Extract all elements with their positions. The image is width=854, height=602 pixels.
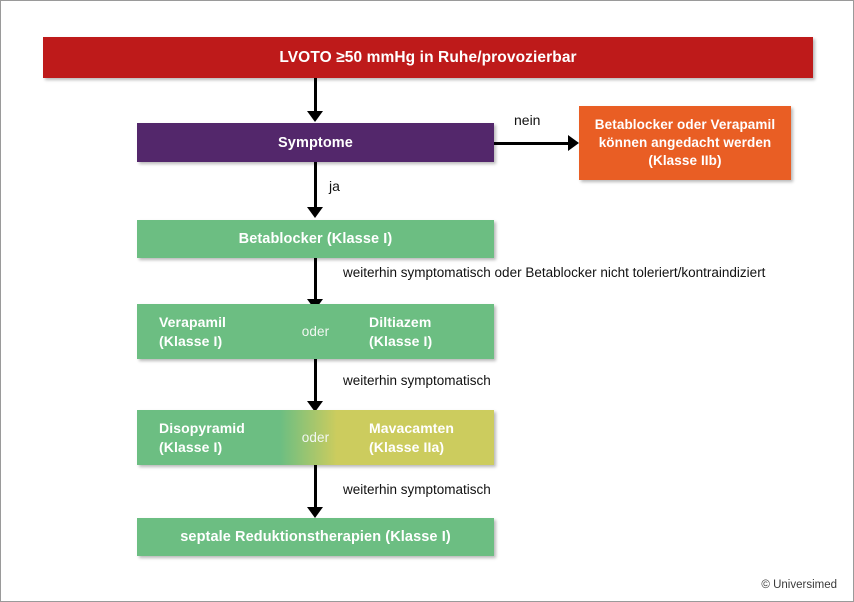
node-septale-reduktionstherapien-label: septale Reduktionstherapien (Klasse I) xyxy=(180,529,451,545)
node-diltiazem: Diltiazem (Klasse I) xyxy=(369,304,432,359)
node-disopyramid: Disopyramid (Klasse I) xyxy=(159,410,245,465)
edge-label-nein: nein xyxy=(514,112,541,128)
node-verapamil-diltiazem-connector: oder xyxy=(137,304,494,359)
node-lvoto-title: LVOTO ≥50 mmHg in Ruhe/provozierbar xyxy=(43,37,813,78)
node-mavacamten: Mavacamten (Klasse IIa) xyxy=(369,410,454,465)
connector-disopyramid-to-septal xyxy=(314,465,317,510)
node-diltiazem-line2: (Klasse I) xyxy=(369,332,433,349)
node-betablocker-label: Betablocker (Klasse I) xyxy=(238,231,393,247)
node-symptome: Symptome xyxy=(137,123,494,162)
node-symptome-label: Symptome xyxy=(278,134,353,151)
node-betablocker-verapamil-iib-line3: (Klasse IIb) xyxy=(648,153,722,169)
node-disopyramid-line1: Disopyramid xyxy=(159,419,245,436)
node-betablocker-verapamil-iib-line2: können angedacht werden xyxy=(598,134,772,150)
node-disopyramid-mavacamten: Disopyramid (Klasse I) oder Mavacamten (… xyxy=(137,410,494,465)
node-disopyramid-mavacamten-connector-label: oder xyxy=(301,430,330,445)
node-betablocker: Betablocker (Klasse I) xyxy=(137,220,494,258)
node-verapamil-line2: (Klasse I) xyxy=(159,332,223,349)
node-verapamil-diltiazem: Verapamil (Klasse I) oder Diltiazem (Kla… xyxy=(137,304,494,359)
edge-label-weiterhin-symptomatisch-1: weiterhin symptomatisch xyxy=(343,373,491,388)
arrowhead-symptome-to-nein xyxy=(568,135,579,151)
node-verapamil-line1: Verapamil xyxy=(159,313,227,330)
arrowhead-symptome-to-betablocker xyxy=(307,207,323,218)
node-betablocker-verapamil-iib: Betablocker oder Verapamil können angeda… xyxy=(579,106,791,180)
connector-symptome-to-nein xyxy=(494,142,572,145)
arrowhead-title-to-symptome xyxy=(307,111,323,122)
arrowhead-disopyramid-to-septal xyxy=(307,507,323,518)
connector-betablocker-to-calcium xyxy=(314,258,317,302)
node-verapamil: Verapamil (Klasse I) xyxy=(159,304,226,359)
node-disopyramid-mavacamten-connector: oder xyxy=(137,410,494,465)
copyright-notice: © Universimed xyxy=(761,579,837,591)
edge-label-ja: ja xyxy=(329,178,340,194)
edge-label-weiterhin-symptomatisch-oder-betablocker: weiterhin symptomatisch oder Betablocker… xyxy=(343,265,766,280)
node-verapamil-diltiazem-connector-label: oder xyxy=(301,324,330,339)
connector-symptome-to-betablocker xyxy=(314,162,317,210)
edge-label-weiterhin-symptomatisch-2: weiterhin symptomatisch xyxy=(343,482,491,497)
connector-title-to-symptome xyxy=(314,78,317,114)
node-septale-reduktionstherapien: septale Reduktionstherapien (Klasse I) xyxy=(137,518,494,556)
arrowhead-calcium-to-disopyramid xyxy=(307,401,323,412)
node-mavacamten-line1: Mavacamten xyxy=(369,419,455,436)
connector-calcium-to-disopyramid xyxy=(314,359,317,404)
node-disopyramid-line2: (Klasse I) xyxy=(159,438,223,455)
node-diltiazem-line1: Diltiazem xyxy=(369,313,432,330)
node-lvoto-title-label: LVOTO ≥50 mmHg in Ruhe/provozierbar xyxy=(279,48,577,66)
node-betablocker-verapamil-iib-line1: Betablocker oder Verapamil xyxy=(594,116,776,132)
node-mavacamten-line2: (Klasse IIa) xyxy=(369,438,445,455)
